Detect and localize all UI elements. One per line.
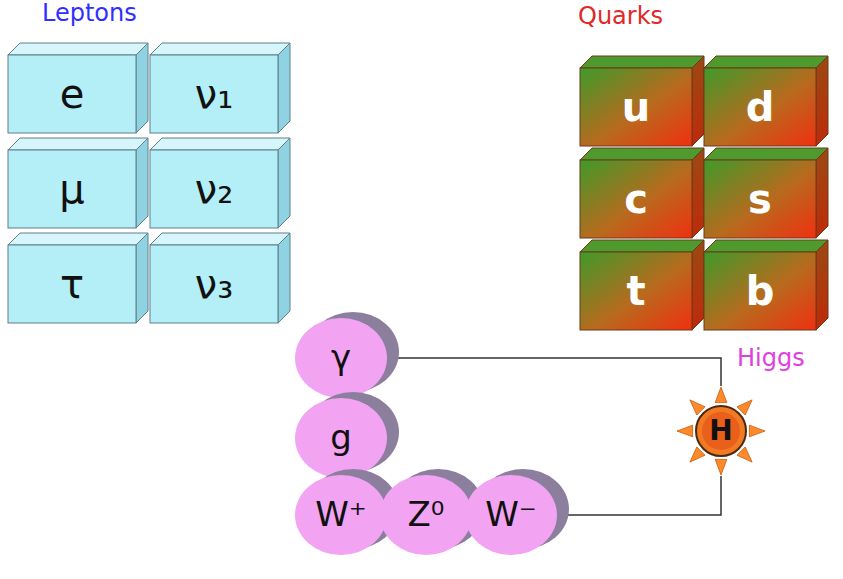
connector-line xyxy=(557,476,721,515)
particle-symbol: H xyxy=(709,416,732,447)
lepton-node: ν₁ xyxy=(150,55,278,133)
boson-node: Z⁰ xyxy=(380,475,472,555)
particle-symbol: W⁻ xyxy=(485,496,537,533)
lepton-node: ν₂ xyxy=(150,150,278,228)
quark-node: t xyxy=(580,252,692,330)
particle-symbol: W⁺ xyxy=(315,496,367,533)
particle-symbol: ν₁ xyxy=(195,72,233,116)
particle-symbol: e xyxy=(60,72,85,116)
boson-node: γ xyxy=(295,318,387,398)
particle-symbol: μ xyxy=(59,167,84,211)
particle-symbol: γ xyxy=(331,339,351,376)
particle-symbol: τ xyxy=(60,262,84,306)
boson-node: g xyxy=(295,398,387,478)
quark-node: d xyxy=(704,68,816,146)
quark-node: b xyxy=(704,252,816,330)
boson-node: W⁺ xyxy=(295,475,387,555)
particle-symbol: b xyxy=(746,269,775,313)
quark-node: u xyxy=(580,68,692,146)
particle-symbol: ν₂ xyxy=(195,167,233,211)
particle-symbol: d xyxy=(746,85,775,129)
particle-symbol: g xyxy=(330,419,352,456)
particle-symbol: s xyxy=(748,177,772,221)
particle-symbol: ν₃ xyxy=(195,262,233,306)
particle-symbol: u xyxy=(622,85,650,129)
higgs-label: Higgs xyxy=(737,345,805,371)
quark-node: s xyxy=(704,160,816,238)
quark-node: c xyxy=(580,160,692,238)
particle-symbol: c xyxy=(624,177,648,221)
lepton-node: e xyxy=(8,55,136,133)
group-title: Leptons xyxy=(42,0,137,26)
particle-symbol: t xyxy=(626,269,645,313)
connector-line xyxy=(387,358,721,386)
lepton-node: τ xyxy=(8,245,136,323)
lepton-node: ν₃ xyxy=(150,245,278,323)
lepton-node: μ xyxy=(8,150,136,228)
higgs-node: H xyxy=(676,386,766,476)
particle-symbol: Z⁰ xyxy=(408,496,445,533)
boson-node: W⁻ xyxy=(465,475,557,555)
group-title: Quarks xyxy=(578,3,663,29)
